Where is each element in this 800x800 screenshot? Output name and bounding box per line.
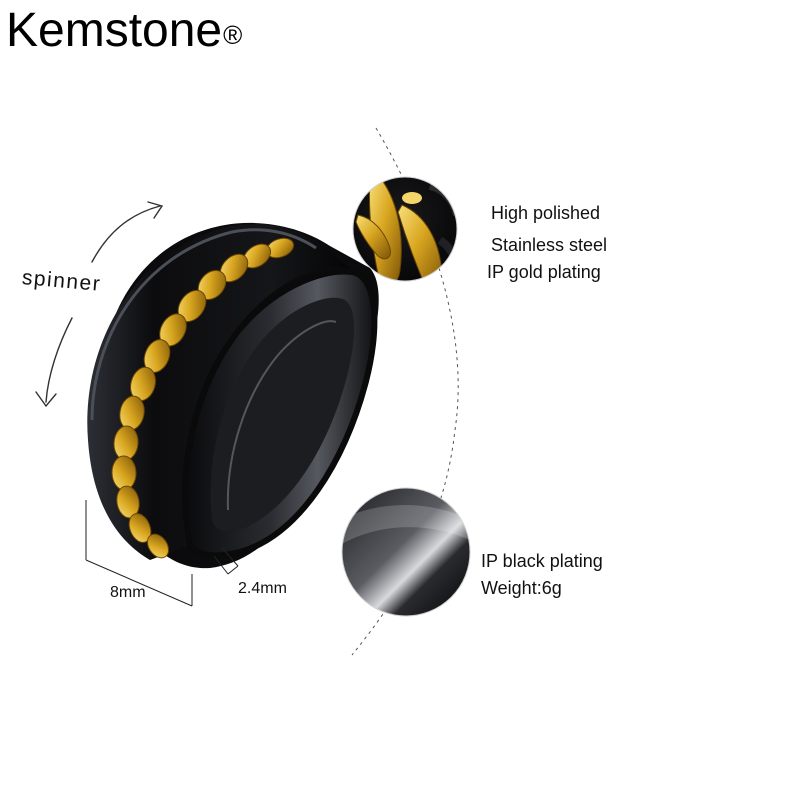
black-features: IP black plating Weight:6g xyxy=(481,550,603,599)
gold-detail-closeup xyxy=(352,176,458,282)
thickness-dimension xyxy=(213,547,239,575)
feature-gold-plating: IP gold plating xyxy=(487,262,601,282)
rotation-arrow-icon xyxy=(35,201,164,408)
feature-weight: Weight:6g xyxy=(481,578,562,598)
feature-polish: High polished xyxy=(491,203,601,223)
thickness-dimension-label: 2.4mm xyxy=(238,580,287,597)
brand-logo: Kemstone® xyxy=(6,2,242,60)
black-plating-swatch xyxy=(341,487,471,617)
width-dimension xyxy=(85,500,193,607)
brand-name: Kemstone xyxy=(6,4,223,57)
gold-chain xyxy=(111,237,295,559)
width-dimension-label: 8mm xyxy=(110,584,146,601)
gold-features: High polished Stainless steel IP gold pl… xyxy=(487,202,608,283)
registered-mark: ® xyxy=(223,20,243,50)
feature-material: Stainless steel xyxy=(491,235,608,255)
ring-image xyxy=(87,222,379,569)
feature-black-plating: IP black plating xyxy=(481,551,603,571)
